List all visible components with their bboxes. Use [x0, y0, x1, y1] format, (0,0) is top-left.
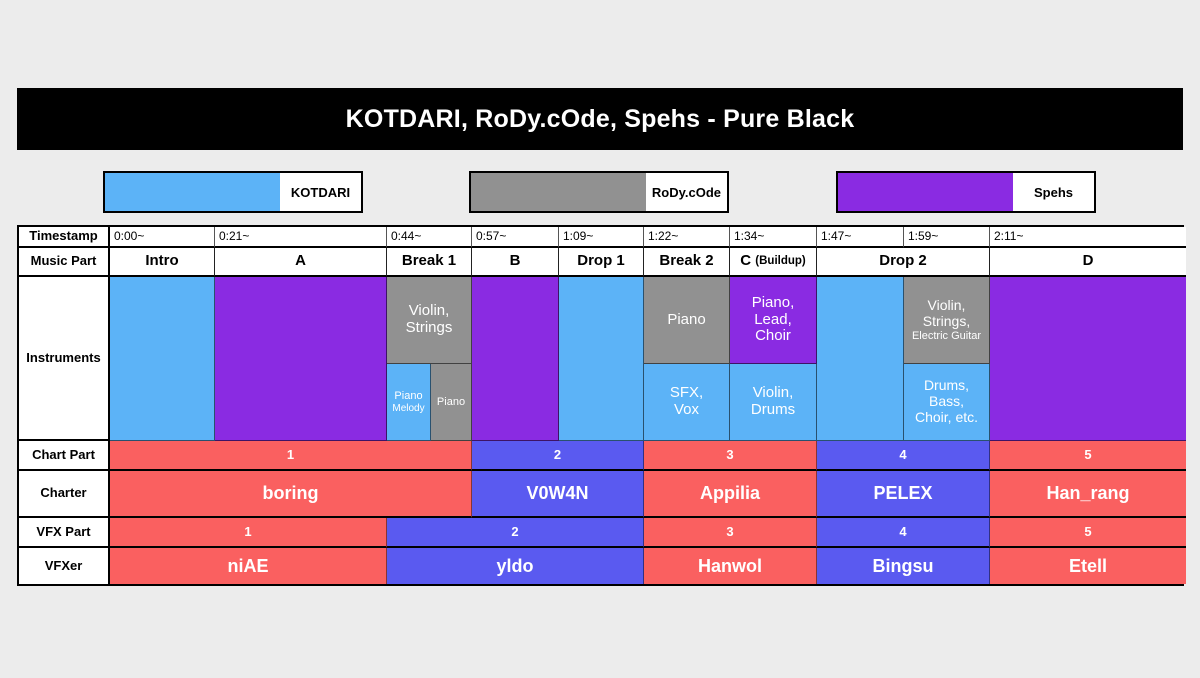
- instrument-cell-break1-piano: Piano: [431, 364, 472, 441]
- instrument-cell-d: [990, 277, 1186, 441]
- instrument-cell-drop2-bottom: Drums, Bass, Choir, etc.: [904, 364, 990, 441]
- chart-part-cell: 2: [472, 441, 644, 471]
- vfxer-cell: yldo: [387, 548, 644, 584]
- title-banner: KOTDARI, RoDy.cOde, Spehs - Pure Black: [17, 88, 1183, 150]
- row-label-vfxer: VFXer: [19, 548, 110, 584]
- row-label-timestamp: Timestamp: [19, 227, 110, 248]
- row-label-vfx-part: VFX Part: [19, 518, 110, 548]
- instrument-cell-break2-top: Piano: [644, 277, 730, 364]
- vfx-part-cell: 1: [110, 518, 387, 548]
- music-part-cell: A: [215, 248, 387, 277]
- charter-cell: Appilia: [644, 471, 817, 518]
- legend-item-rodycode: RoDy.cOde: [469, 171, 729, 213]
- charter-cell: PELEX: [817, 471, 990, 518]
- chart-part-cell: 5: [990, 441, 1186, 471]
- instrument-line-2: Electric Guitar: [911, 329, 982, 342]
- charter-cell: boring: [110, 471, 472, 518]
- legend-swatch-kotdari: [105, 173, 280, 211]
- music-part-cell: B: [472, 248, 559, 277]
- vfx-part-cell: 5: [990, 518, 1186, 548]
- page-title: KOTDARI, RoDy.cOde, Spehs - Pure Black: [345, 104, 855, 133]
- timestamp-cell: 0:21~: [215, 227, 387, 248]
- instrument-cell-drop1: [559, 277, 644, 441]
- instrument-cell-c-bottom: Violin, Drums: [730, 364, 817, 441]
- legend-label-kotdari: KOTDARI: [290, 184, 351, 200]
- vfxer-cell: Etell: [990, 548, 1186, 584]
- charter-cell: Han_rang: [990, 471, 1186, 518]
- vfxer-cell: niAE: [110, 548, 387, 584]
- music-part-cell: Break 2: [644, 248, 730, 277]
- instrument-line-2: Melody: [392, 402, 425, 414]
- music-part-cell: D: [990, 248, 1186, 277]
- timestamp-cell: 1:09~: [559, 227, 644, 248]
- legend-swatch-spehs: [838, 173, 1013, 211]
- music-part-sublabel: (Buildup): [755, 255, 806, 268]
- legend-label-spehs: Spehs: [1033, 184, 1073, 200]
- legend-item-kotdari: KOTDARI: [103, 171, 363, 213]
- music-part-label: C: [740, 252, 752, 270]
- vfx-part-cell: 4: [817, 518, 990, 548]
- legend-label-rodycode: RoDy.cOde: [651, 184, 721, 200]
- row-label-chart-part: Chart Part: [19, 441, 110, 471]
- music-part-cell: C (Buildup): [730, 248, 817, 277]
- artist-legend: KOTDARI RoDy.cOde Spehs: [0, 171, 1200, 213]
- timestamp-cell: 0:57~: [472, 227, 559, 248]
- instrument-cell-break1-piano-melody: Piano Melody: [387, 364, 431, 441]
- song-structure-table: Timestamp Music Part Instruments Chart P…: [17, 225, 1186, 586]
- timestamp-cell: 0:44~: [387, 227, 472, 248]
- timestamp-cell: 1:47~: [817, 227, 904, 248]
- timestamp-cell: 0:00~: [110, 227, 215, 248]
- vfxer-cell: Bingsu: [817, 548, 990, 584]
- music-part-cell: Break 1: [387, 248, 472, 277]
- instrument-cell-drop2-first: [817, 277, 904, 441]
- instrument-cell-c-top: Piano, Lead, Choir: [730, 277, 817, 364]
- timestamp-cell: 1:59~: [904, 227, 990, 248]
- charter-cell: V0W4N: [472, 471, 644, 518]
- chart-part-cell: 4: [817, 441, 990, 471]
- instrument-cell-a: [215, 277, 387, 441]
- legend-swatch-rodycode: [471, 173, 646, 211]
- instrument-line-1: Violin, Strings,: [922, 297, 971, 329]
- vfxer-cell: Hanwol: [644, 548, 817, 584]
- instrument-cell-break1-top: Violin, Strings: [387, 277, 472, 364]
- legend-item-spehs: Spehs: [836, 171, 1096, 213]
- music-part-cell: Drop 2: [817, 248, 990, 277]
- instrument-cell-intro: [110, 277, 215, 441]
- row-label-instruments: Instruments: [19, 277, 110, 441]
- vfx-part-cell: 2: [387, 518, 644, 548]
- row-label-charter: Charter: [19, 471, 110, 518]
- timestamp-cell: 1:34~: [730, 227, 817, 248]
- music-part-cell: Intro: [110, 248, 215, 277]
- chart-part-cell: 1: [110, 441, 472, 471]
- row-label-music-part: Music Part: [19, 248, 110, 277]
- timestamp-cell: 1:22~: [644, 227, 730, 248]
- music-part-cell: Drop 1: [559, 248, 644, 277]
- chart-part-cell: 3: [644, 441, 817, 471]
- instrument-line-1: Piano: [394, 390, 423, 403]
- instrument-cell-drop2-top: Violin, Strings, Electric Guitar: [904, 277, 990, 364]
- instrument-cell-break2-bottom: SFX, Vox: [644, 364, 730, 441]
- timestamp-cell: 2:11~: [990, 227, 1186, 248]
- instrument-cell-b: [472, 277, 559, 441]
- vfx-part-cell: 3: [644, 518, 817, 548]
